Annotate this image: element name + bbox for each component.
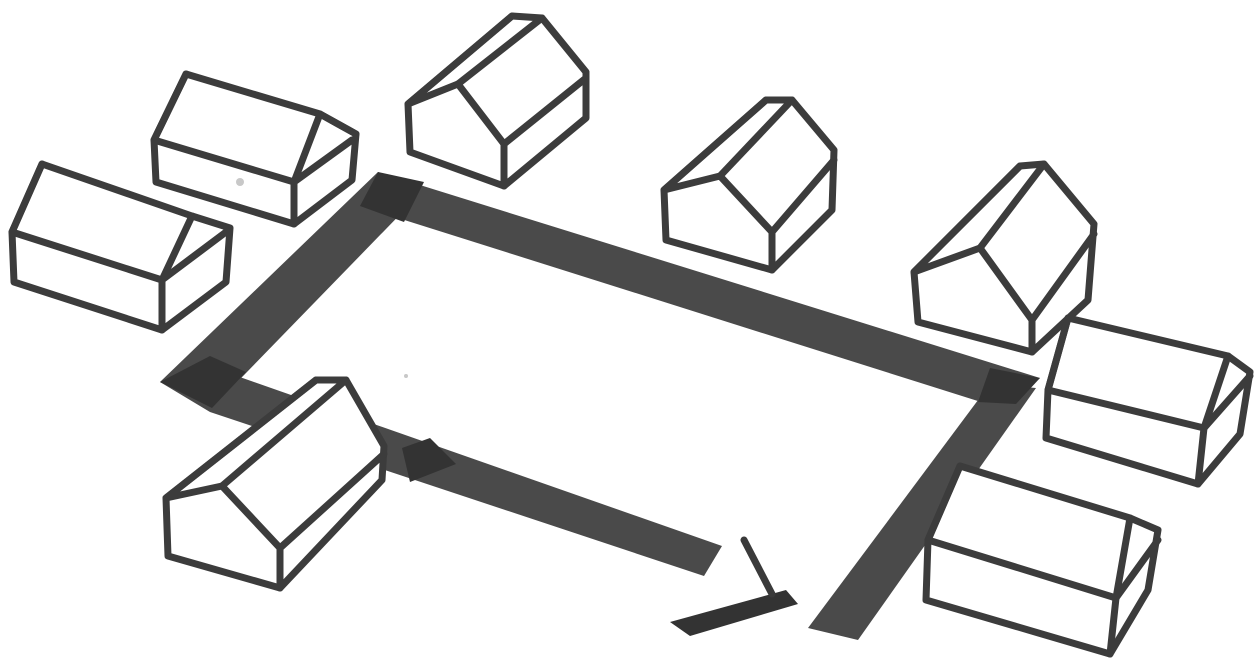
house-flat-upper-left: [150, 70, 360, 228]
gate-arm: [740, 536, 776, 598]
house-flat-lower-right: [922, 462, 1162, 658]
house-gabled-top: [404, 12, 590, 190]
speck: [404, 374, 408, 378]
house-gabled-lower-left: [162, 376, 388, 592]
house-gabled-right: [910, 160, 1098, 356]
path-top-segment: [378, 172, 1040, 408]
path-corner-top-right: [978, 368, 1040, 404]
path-corner-bottom-left: [160, 356, 246, 408]
speck: [236, 178, 244, 186]
house-gabled-center: [660, 96, 838, 274]
gate: [670, 536, 798, 636]
path-left-segment: [160, 172, 418, 408]
path-corner-top-left: [360, 172, 424, 222]
path-bottom-joint: [402, 438, 456, 482]
gate-bar: [670, 590, 798, 636]
path-right-segment: [808, 384, 1036, 640]
house-flat-right: [1042, 314, 1254, 488]
house-flat-left: [8, 160, 234, 334]
